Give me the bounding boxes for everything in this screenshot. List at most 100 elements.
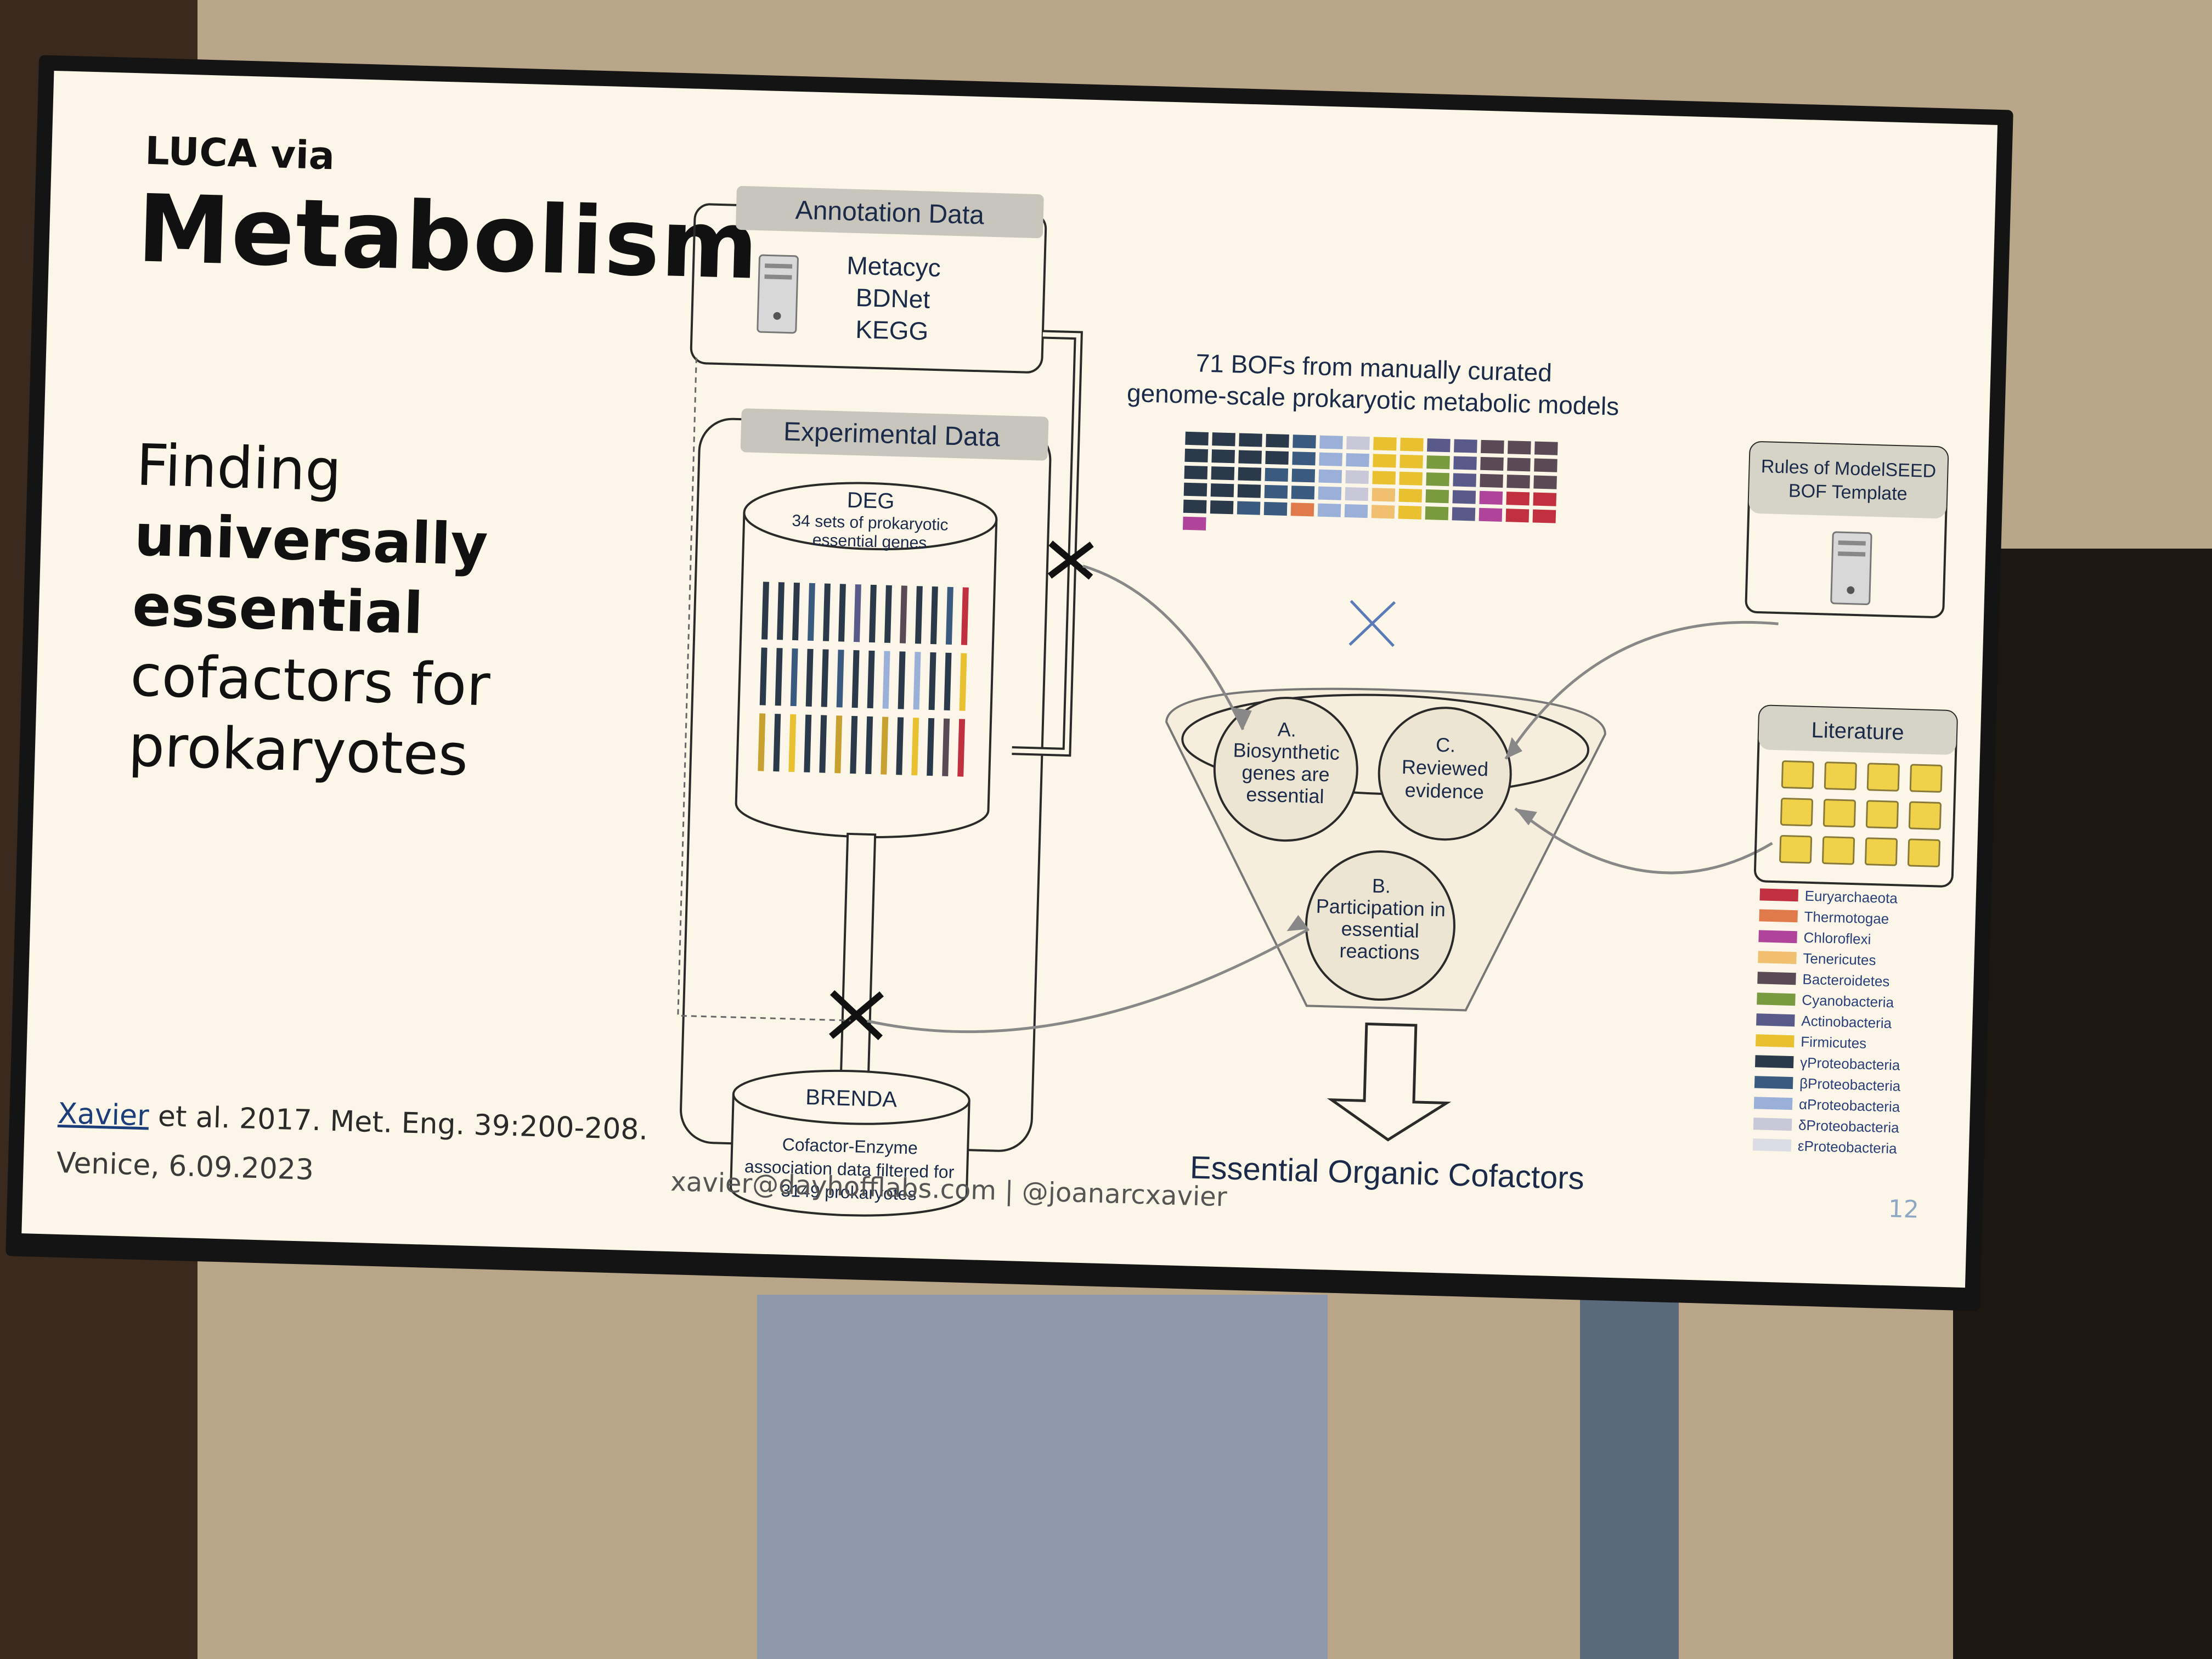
rules-title: BOF Template	[1788, 481, 1908, 505]
paper-icon	[1865, 800, 1899, 829]
legend-label: Cyanobacteria	[1802, 991, 1894, 1011]
bof-tile	[1427, 438, 1451, 453]
deg-gene-bar	[808, 583, 815, 641]
bof-tile	[1453, 473, 1476, 487]
annotation-title: Annotation Data	[795, 196, 985, 230]
brenda-title: BRENDA	[805, 1085, 898, 1112]
experimental-header	[740, 408, 1049, 461]
bof-grid	[1182, 431, 1558, 531]
paper-icon	[1909, 764, 1943, 793]
criterion-a-text: genes are	[1242, 761, 1330, 786]
paper-icon	[1779, 834, 1813, 864]
deg-gene-bar	[957, 719, 966, 777]
bof-tile	[1398, 505, 1422, 520]
deg-gene-bar	[761, 582, 769, 640]
arrow-to-b	[867, 928, 1310, 1034]
deg-gene-bar	[942, 718, 950, 776]
bof-tile	[1237, 501, 1261, 515]
legend-swatch	[1757, 992, 1796, 1006]
deg-gene-bar	[911, 718, 919, 776]
display-stand-post	[1580, 1295, 1679, 1659]
bof-tile	[1452, 507, 1476, 521]
bof-tile	[1425, 506, 1449, 521]
citation-author-link[interactable]: Xavier	[57, 1097, 150, 1133]
deg-gene-bar	[930, 586, 938, 645]
bof-tile	[1211, 449, 1235, 464]
bof-tile	[1505, 509, 1530, 523]
paper-icon	[1781, 760, 1814, 789]
bof-tile	[1237, 484, 1261, 498]
brenda-description: 3149 prokaryotes	[781, 1181, 917, 1204]
criterion-circle-a	[1213, 697, 1358, 842]
paper-icon	[1824, 761, 1857, 791]
bof-tile	[1453, 456, 1477, 470]
bof-tile	[1534, 441, 1558, 455]
legend-label: Euryarchaeota	[1804, 887, 1898, 906]
output-arrow	[1327, 1022, 1452, 1142]
bof-tile	[1506, 492, 1530, 506]
deg-gene-bar	[867, 650, 875, 709]
bof-tile	[1346, 436, 1370, 450]
bof-tile	[1507, 458, 1531, 472]
deg-gene-bar	[821, 649, 829, 707]
arrow-from-rules	[1504, 620, 1779, 760]
bof-tile	[1372, 488, 1396, 502]
legend-label: βProteobacteria	[1799, 1075, 1901, 1094]
legend-swatch	[1759, 888, 1799, 902]
arrow-head	[1286, 915, 1309, 932]
deg-gene-bar	[896, 717, 904, 775]
bof-tile	[1452, 490, 1476, 504]
bof-tile	[1317, 503, 1341, 517]
literature-title: Literature	[1811, 718, 1904, 745]
annotation-header	[736, 186, 1044, 239]
criterion-b-text: B.	[1372, 874, 1391, 898]
display-stand	[757, 1295, 1328, 1659]
bof-tile	[1372, 471, 1396, 485]
deg-gene-bar	[913, 652, 921, 710]
deg-gene-bar	[834, 715, 843, 774]
deg-gene-bar	[777, 582, 785, 640]
deg-gene-bar	[804, 714, 812, 772]
bof-tile	[1479, 490, 1503, 505]
legend-swatch	[1754, 1076, 1793, 1090]
bof-tile	[1480, 473, 1503, 488]
deg-description: 34 sets of prokaryotic	[792, 512, 949, 534]
deg-gene-bar	[838, 584, 846, 642]
legend-label: δProteobacteria	[1798, 1116, 1900, 1136]
arrow-head	[1232, 707, 1252, 730]
legend-entry: εProteobacteria	[1752, 1134, 1899, 1159]
cross-icon	[1047, 540, 1094, 580]
deg-gene-bar	[775, 648, 783, 706]
deg-gene-bar	[836, 650, 844, 708]
bof-tile	[1182, 516, 1206, 531]
bof-tile	[1371, 505, 1395, 519]
deg-gene-bar	[961, 587, 969, 645]
bof-tile	[1183, 499, 1207, 514]
deg-gene-bar	[884, 585, 892, 643]
legend-swatch	[1753, 1097, 1793, 1110]
cross-icon	[1348, 600, 1396, 647]
bof-tile	[1212, 432, 1235, 447]
bof-tile	[1238, 467, 1262, 481]
paper-icon	[1908, 801, 1942, 830]
deg-gene-bar	[944, 652, 952, 710]
deg-brenda-connector	[839, 832, 877, 1083]
bof-tile	[1479, 507, 1503, 522]
bof-tile	[1210, 500, 1234, 515]
deg-gene-bar	[945, 586, 953, 645]
tv-screen: LUCA via Metabolism Finding universally …	[5, 55, 2013, 1311]
legend-label: εProteobacteria	[1797, 1137, 1898, 1156]
bof-tile	[1211, 466, 1235, 481]
legend-swatch	[1756, 1034, 1795, 1048]
legend-label: Firmicutes	[1800, 1033, 1867, 1052]
legend-label: Actinobacteria	[1801, 1012, 1892, 1031]
bof-tile	[1345, 470, 1369, 484]
criterion-circle-b	[1305, 850, 1455, 1001]
slide-number: 12	[1888, 1195, 1920, 1224]
deg-gene-bar	[792, 582, 800, 641]
paper-icon	[1822, 836, 1855, 865]
bof-tile	[1533, 492, 1557, 506]
paper-icon	[1866, 763, 1900, 792]
bof-tile	[1425, 489, 1449, 504]
